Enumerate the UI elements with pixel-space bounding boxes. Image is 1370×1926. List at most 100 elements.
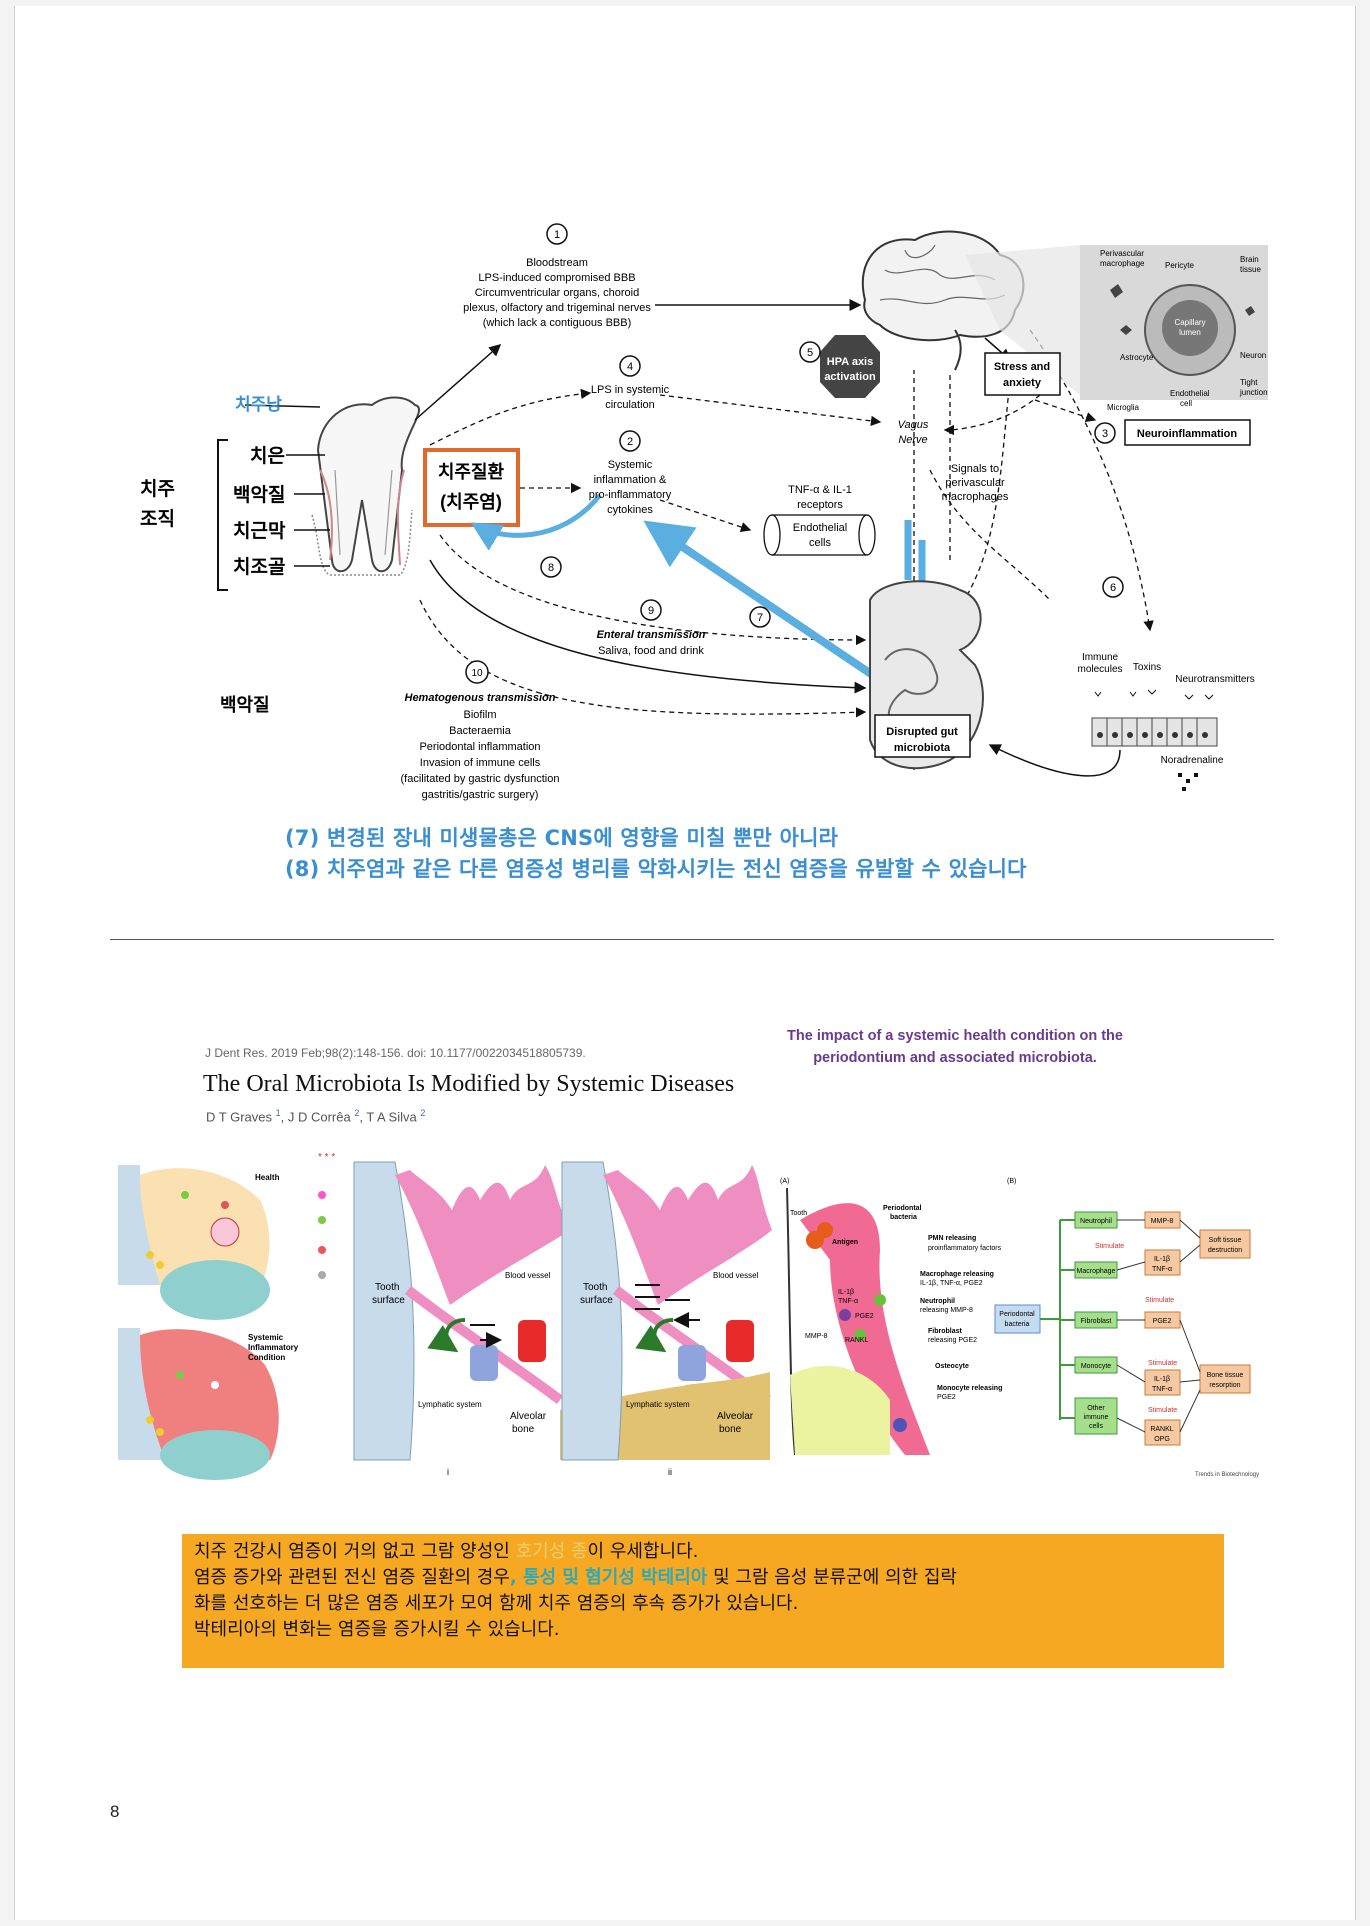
svg-text:* * *: * * * [318,1152,335,1163]
node-9-sub: Saliva, food and drink [598,645,704,657]
svg-text:Stimulate: Stimulate [1095,1243,1124,1250]
tnf-line2: receptors [797,499,843,511]
svg-text:junction: junction [1239,388,1268,397]
disease-label: 치주질환 [438,461,505,482]
svg-text:surface: surface [580,1295,613,1306]
endothelial-line1: Endothelial [793,522,847,534]
svg-text:Biofilm: Biofilm [463,709,496,721]
node-8-number: 8 [548,562,554,574]
svg-text:Macrophage releasing: Macrophage releasing [920,1271,994,1278]
label-jojik: 조직 [140,508,175,530]
svg-text:Neutrophil: Neutrophil [1080,1218,1112,1225]
svg-text:surface: surface [372,1295,405,1306]
node-10-title: Hematogenous transmission [405,692,556,704]
svg-text:IL-1β: IL-1β [1154,1256,1170,1263]
svg-text:i: i [447,1467,449,1477]
svg-text:TNF-α: TNF-α [1152,1386,1172,1393]
paper-title: The Oral Microbiota Is Modified by Syste… [203,1071,735,1097]
svg-text:TNF-α: TNF-α [838,1298,858,1305]
node-4-number: 4 [627,361,633,373]
node-9-number: 9 [648,605,654,617]
node-4-line2: circulation [605,399,655,411]
svg-text:Health: Health [255,1173,280,1182]
gut-illustration [869,580,984,770]
node-10-number: 10 [471,668,483,679]
hpa-line1: HPA axis [827,356,873,368]
label-baekakjil-lower: 백악질 [220,695,270,715]
svg-text:Systemic: Systemic [248,1333,284,1342]
gut-line1: Disrupted gut [886,726,958,738]
svg-text:Pericyte: Pericyte [1165,261,1194,270]
section-divider [110,939,1274,940]
figure-health-systemic: Health * * * Systemic Inflammatory Condi… [115,1152,350,1480]
svg-text:Fibroblast: Fibroblast [928,1328,963,1335]
svg-text:tissue: tissue [1240,265,1261,274]
svg-text:Neuron: Neuron [1240,351,1266,360]
svg-text:Lymphatic system: Lymphatic system [418,1400,482,1409]
svg-text:Osteocyte: Osteocyte [935,1363,969,1370]
neuroinflammation-label: Neuroinflammation [1137,428,1238,440]
svg-text:bacteria: bacteria [1005,1321,1030,1328]
label-chiju-nang: 치주낭 [235,395,282,414]
node-10-text: Biofilm Bacteraemia Periodontal inflamma… [401,709,560,801]
svg-text:Bacteraemia: Bacteraemia [449,725,512,737]
svg-text:Bone tissue: Bone tissue [1207,1372,1244,1379]
neuroinflammation-box [1124,419,1251,446]
svg-text:Lymphatic system: Lymphatic system [626,1400,690,1409]
svg-text:Immune: Immune [1082,652,1119,663]
svg-text:immune: immune [1084,1414,1109,1421]
svg-text:Signals to: Signals to [951,463,999,475]
svg-text:cytokines: cytokines [607,504,653,516]
svg-text:Neutrophil: Neutrophil [920,1298,955,1305]
author-affiliation: 2 [420,1108,426,1118]
stress-line2: anxiety [1003,377,1042,389]
node-2-text: Systemic inflammation & pro-inflammatory… [589,459,672,516]
svg-text:bacteria: bacteria [890,1214,917,1221]
svg-text:Monocyte: Monocyte [1081,1363,1111,1370]
impact-caption: The impact of a systemic health conditio… [785,1025,1125,1069]
hpa-line2: activation [824,371,876,383]
figure-panel-b: (B) Periodontal bacteria Neutrophil Macr… [994,1178,1259,1478]
svg-text:Invasion of immune cells: Invasion of immune cells [420,757,541,769]
svg-text:Alveolar: Alveolar [510,1411,547,1422]
svg-text:pro-inflammatory: pro-inflammatory [589,489,672,501]
svg-text:(A): (A) [780,1178,789,1185]
svg-text:molecules: molecules [1077,664,1122,675]
svg-text:MMP-8: MMP-8 [1151,1218,1174,1225]
note-line-2: 염증 증가와 관련된 전신 염증 질환의 경우, 통성 및 혐기성 박테리아 및… [194,1567,957,1588]
node-2-number: 2 [627,436,633,448]
svg-text:TNF-α: TNF-α [1152,1266,1172,1273]
svg-text:(facilitated by gastric dysfun: (facilitated by gastric dysfunction [401,773,560,785]
svg-text:PGE2: PGE2 [937,1394,956,1401]
signals-text: Signals to perivascular macrophages [942,463,1009,503]
node-4-line1: LPS in systemic [591,384,670,396]
author-list: D T Graves 1, J D Corrêa 2, T A Silva 2 [206,1108,426,1125]
svg-text:Alveolar: Alveolar [717,1411,754,1422]
tooth-illustration [311,396,421,576]
svg-text:Neurotransmitters: Neurotransmitters [1175,674,1254,685]
svg-text:PMN releasing: PMN releasing [928,1235,976,1242]
brain-tissue-panel: Capillary lumen Perivascular macrophage … [1080,245,1268,412]
label-chiju: 치주 [140,478,175,500]
gut-line2: microbiota [894,742,951,754]
svg-text:lumen: lumen [1179,328,1201,337]
node-1-number: 1 [554,229,560,241]
hpa-axis-box [820,335,880,398]
author-name[interactable]: J D Corrêa [287,1109,351,1125]
node-1-text: Bloodstream LPS-induced compromised BBB … [463,257,651,329]
svg-text:Toxins: Toxins [1133,662,1161,673]
svg-text:ii: ii [668,1467,672,1477]
node-3-number: 3 [1102,428,1108,440]
citation: J Dent Res. 2019 Feb;98(2):148-156. doi:… [205,1046,586,1060]
svg-text:macrophages: macrophages [942,491,1009,503]
svg-text:Perivascular: Perivascular [1100,249,1144,258]
author-name[interactable]: T A Silva [366,1109,417,1125]
svg-text:Trends in Biotechnology: Trends in Biotechnology [1195,1472,1259,1478]
svg-text:destruction: destruction [1208,1247,1242,1254]
svg-text:Inflammatory: Inflammatory [248,1343,299,1352]
vagus-line1: Vagus [898,419,929,431]
note-line-4: 박테리아의 변화는 염증을 증가시킬 수 있습니다. [194,1619,560,1640]
svg-text:plexus, olfactory and trigemin: plexus, olfactory and trigeminal nerves [463,302,651,314]
svg-text:Blood vessel: Blood vessel [713,1271,759,1280]
author-name[interactable]: D T Graves [206,1109,272,1125]
